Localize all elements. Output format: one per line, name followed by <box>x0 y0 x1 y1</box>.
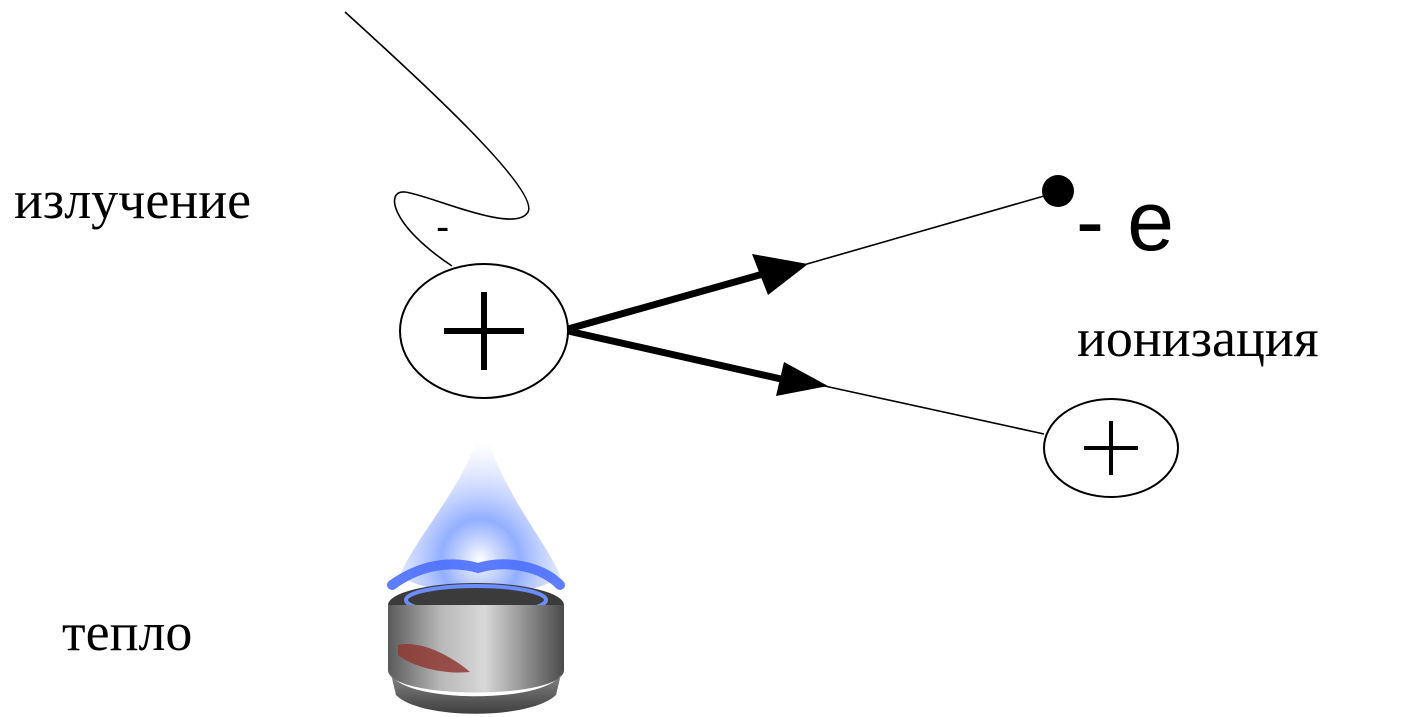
electron-dot <box>1042 175 1074 207</box>
ionization-label: ионизация <box>1077 308 1319 368</box>
atom-positive <box>399 263 569 399</box>
ion-positive <box>1043 398 1179 498</box>
radiation-wave <box>344 11 530 267</box>
arrow-to-ion <box>567 327 1045 435</box>
gas-burner-icon <box>387 425 565 714</box>
heat-label: тепло <box>62 602 192 662</box>
radiation-label: излучение <box>14 170 251 230</box>
plus-icon <box>444 292 524 370</box>
wave-minus-sign: - <box>436 205 449 249</box>
plus-icon <box>1084 421 1138 475</box>
electron-label: - e <box>1076 174 1174 268</box>
arrow-to-electron <box>567 195 1045 333</box>
